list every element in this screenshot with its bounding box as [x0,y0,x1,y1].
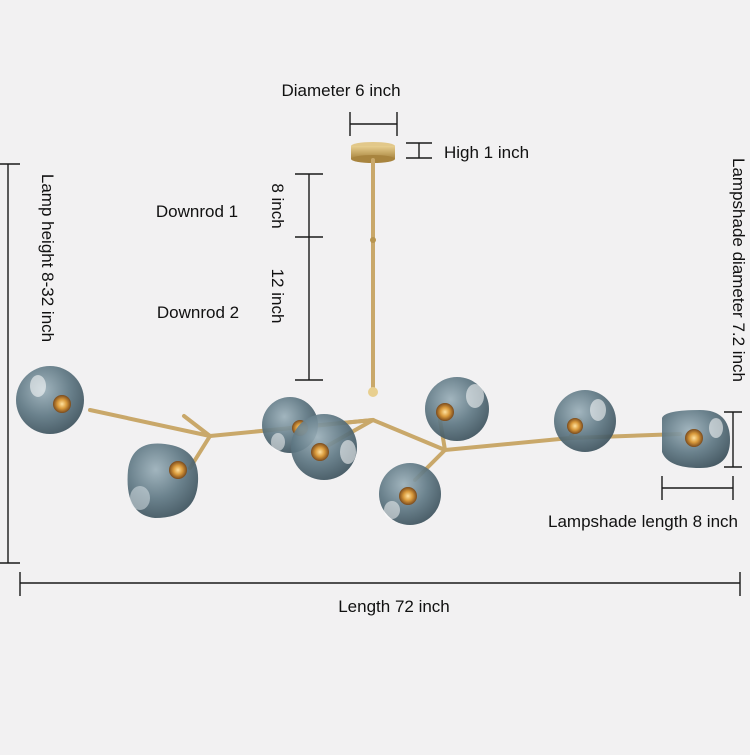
total-length-label: Length 72 inch [338,597,450,616]
glass-globe-2 [127,443,199,518]
lampshade-length-dimension: Lampshade length 8 inch [548,476,738,531]
glass-globe-7 [554,390,616,452]
canopy-high-dimension: High 1 inch [406,142,529,162]
glass-globe-1 [16,366,84,434]
canopy-diameter-label: Diameter 6 inch [281,81,400,100]
lampshade-length-label: Lampshade length 8 inch [548,512,738,531]
lampshade-diameter-label: Lampshade diameter 7.2 inch [729,158,748,382]
downrod-2-length: 12 inch [268,269,287,324]
downrod-1-length: 8 inch [268,183,287,228]
canopy-diameter-dimension: Diameter 6 inch [281,81,401,136]
chandelier-illustration [16,142,730,525]
downrod-2-label: Downrod 2 [157,303,239,322]
lampshade-diameter-dimension: Lampshade diameter 7.2 inch [724,158,748,468]
glass-globe-6 [425,377,489,441]
center-hub [368,387,378,397]
total-length-dimension: Length 72 inch [19,572,741,616]
downrod-dimension: Downrod 1 Downrod 2 8 inch 12 inch [156,173,323,381]
lamp-height-label: Lamp height 8-32 inch [38,174,57,342]
downrod-1-label: Downrod 1 [156,202,238,221]
lamp-height-dimension: Lamp height 8-32 inch [0,163,57,564]
glass-globe-5 [379,463,441,525]
glass-globe-4 [291,414,357,480]
canopy-high-label: High 1 inch [444,143,529,162]
glass-globe-8 [662,410,730,468]
